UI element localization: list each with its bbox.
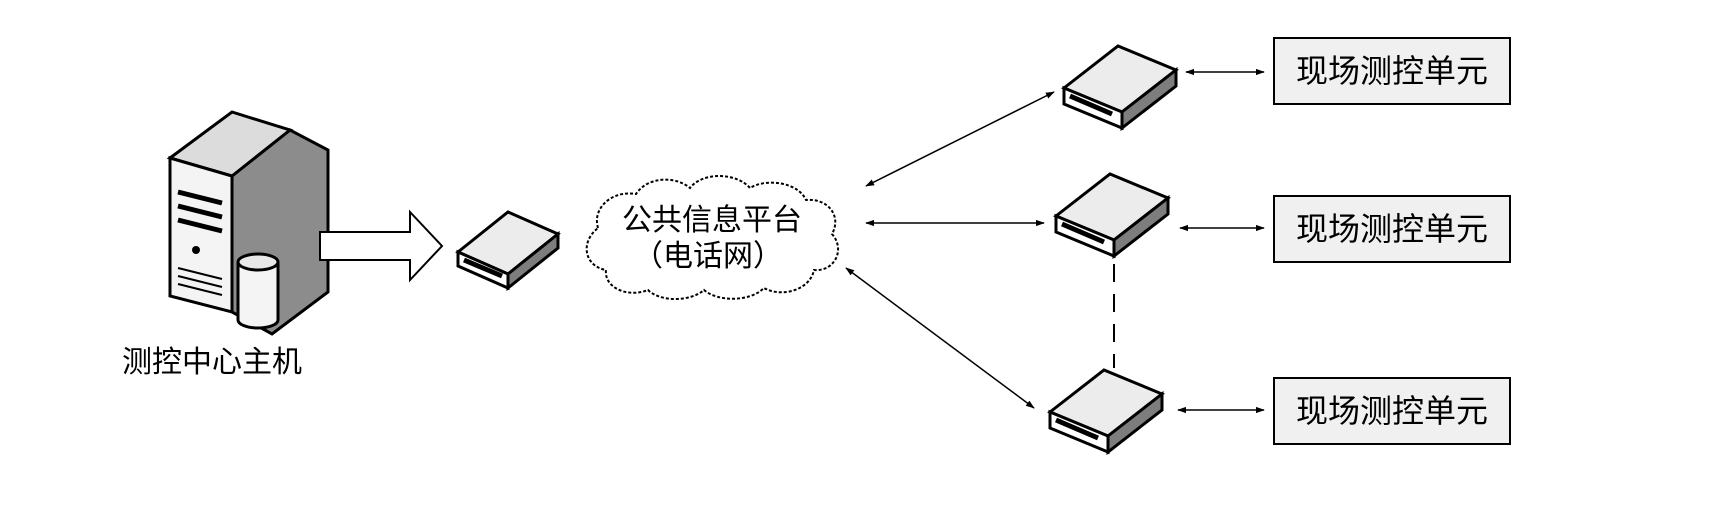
- field-modem-2-icon: [1053, 172, 1171, 260]
- field-unit-1-label: 现场测控单元: [1296, 52, 1488, 90]
- host-modem-icon: [455, 210, 561, 292]
- database-icon: [236, 252, 280, 330]
- field-unit-3: 现场测控单元: [1273, 377, 1511, 445]
- cloud-icon: [585, 175, 839, 300]
- field-unit-2: 现场测控单元: [1273, 195, 1511, 263]
- link-cloud-to-modem-3: [845, 267, 1035, 409]
- field-unit-2-label: 现场测控单元: [1296, 210, 1488, 248]
- field-unit-1: 现场测控单元: [1273, 37, 1511, 105]
- field-modem-1-icon: [1061, 44, 1179, 132]
- field-unit-3-label: 现场测控单元: [1296, 392, 1488, 430]
- network-label-line1: 公共信息平台: [622, 203, 802, 238]
- field-modem-3-icon: [1047, 368, 1165, 456]
- host-label: 测控中心主机: [122, 345, 302, 380]
- flow-arrow: [319, 209, 444, 283]
- link-cloud-to-modem-1: [865, 91, 1055, 187]
- network-label-line2: （电话网）: [633, 239, 783, 274]
